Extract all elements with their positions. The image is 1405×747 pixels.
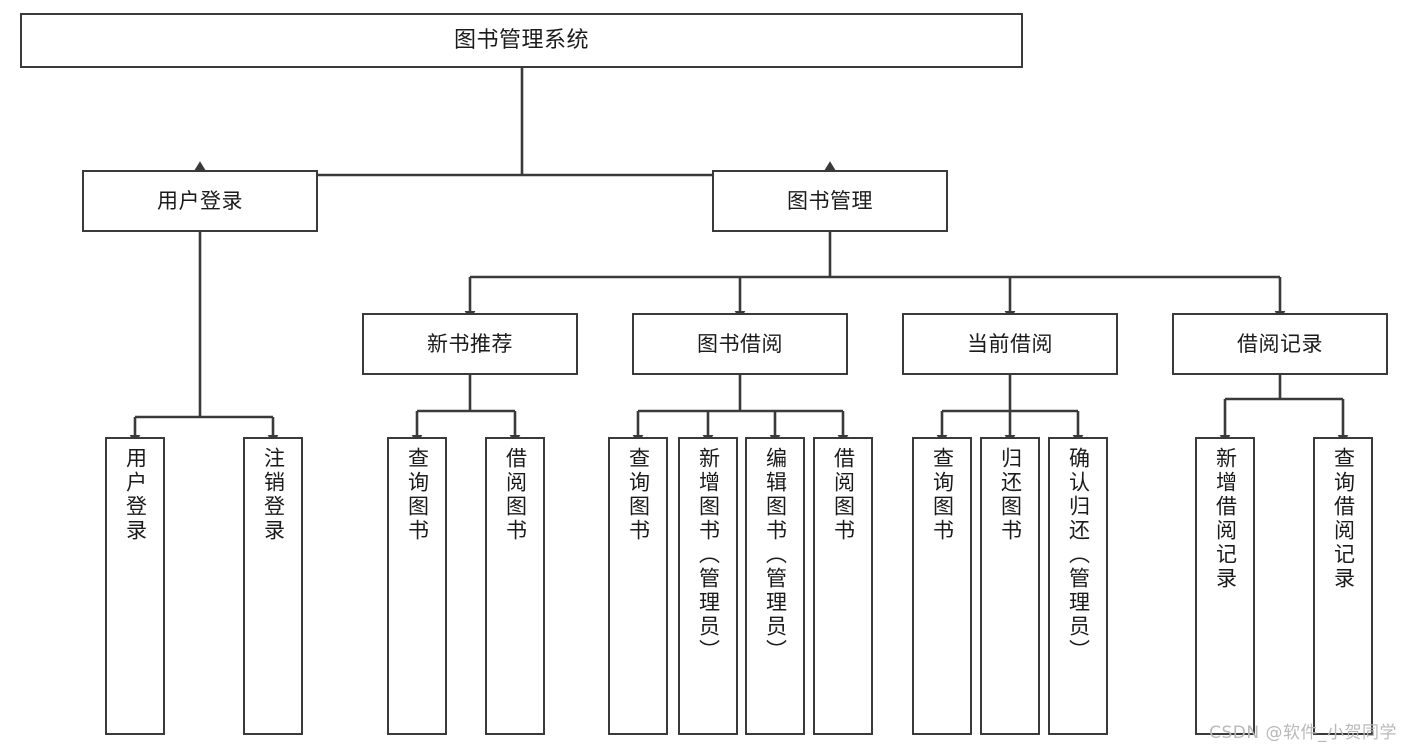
node-label: 查询图书 — [930, 447, 955, 543]
node-current-borrow[interactable]: 当前借阅 — [902, 313, 1118, 375]
node-leaf-bb-add[interactable]: 新增图书（管理员） — [678, 437, 738, 735]
node-leaf-bb-query[interactable]: 查询图书 — [608, 437, 668, 735]
node-label: 查询图书 — [626, 447, 651, 543]
node-leaf-bb-edit[interactable]: 编辑图书（管理员） — [745, 437, 805, 735]
node-label: 查询图书 — [405, 447, 430, 543]
node-label: 归还图书 — [998, 447, 1023, 543]
node-leaf-cb-query[interactable]: 查询图书 — [912, 437, 972, 735]
node-label: 查询借阅记录 — [1331, 447, 1356, 591]
node-leaf-br-add[interactable]: 新增借阅记录 — [1195, 437, 1255, 735]
node-leaf-rec-borrow[interactable]: 借阅图书 — [485, 437, 545, 735]
node-new-book-rec[interactable]: 新书推荐 — [362, 313, 578, 375]
node-leaf-rec-query[interactable]: 查询图书 — [387, 437, 447, 735]
node-label: 确认归还（管理员） — [1066, 447, 1091, 663]
node-leaf-user-login[interactable]: 用户登录 — [105, 437, 165, 735]
node-label: 借阅记录 — [1237, 331, 1323, 356]
node-leaf-cb-confirm[interactable]: 确认归还（管理员） — [1048, 437, 1108, 735]
node-label: 新书推荐 — [427, 331, 513, 356]
node-label: 编辑图书（管理员） — [763, 447, 788, 663]
node-label: 新增图书（管理员） — [696, 447, 721, 663]
node-leaf-br-query[interactable]: 查询借阅记录 — [1313, 437, 1373, 735]
node-label: 图书借阅 — [697, 331, 783, 356]
node-book-borrow[interactable]: 图书借阅 — [632, 313, 848, 375]
node-user-login[interactable]: 用户登录 — [82, 170, 318, 232]
node-label: 用户登录 — [157, 188, 243, 213]
node-label: 当前借阅 — [967, 331, 1053, 356]
node-root[interactable]: 图书管理系统 — [20, 13, 1023, 68]
node-label: 图书管理 — [787, 188, 873, 213]
node-label: 注销登录 — [261, 447, 286, 543]
node-book-manage[interactable]: 图书管理 — [712, 170, 948, 232]
csdn-watermark: CSDN @软件_小贺同学 — [1209, 723, 1397, 743]
node-borrow-record[interactable]: 借阅记录 — [1172, 313, 1388, 375]
node-leaf-logout[interactable]: 注销登录 — [243, 437, 303, 735]
node-label: 用户登录 — [123, 447, 148, 543]
node-leaf-bb-borrow[interactable]: 借阅图书 — [813, 437, 873, 735]
node-label: 新增借阅记录 — [1213, 447, 1238, 591]
node-label: 借阅图书 — [831, 447, 856, 543]
node-leaf-cb-return[interactable]: 归还图书 — [980, 437, 1040, 735]
node-label: 借阅图书 — [503, 447, 528, 543]
node-label: 图书管理系统 — [453, 27, 589, 53]
